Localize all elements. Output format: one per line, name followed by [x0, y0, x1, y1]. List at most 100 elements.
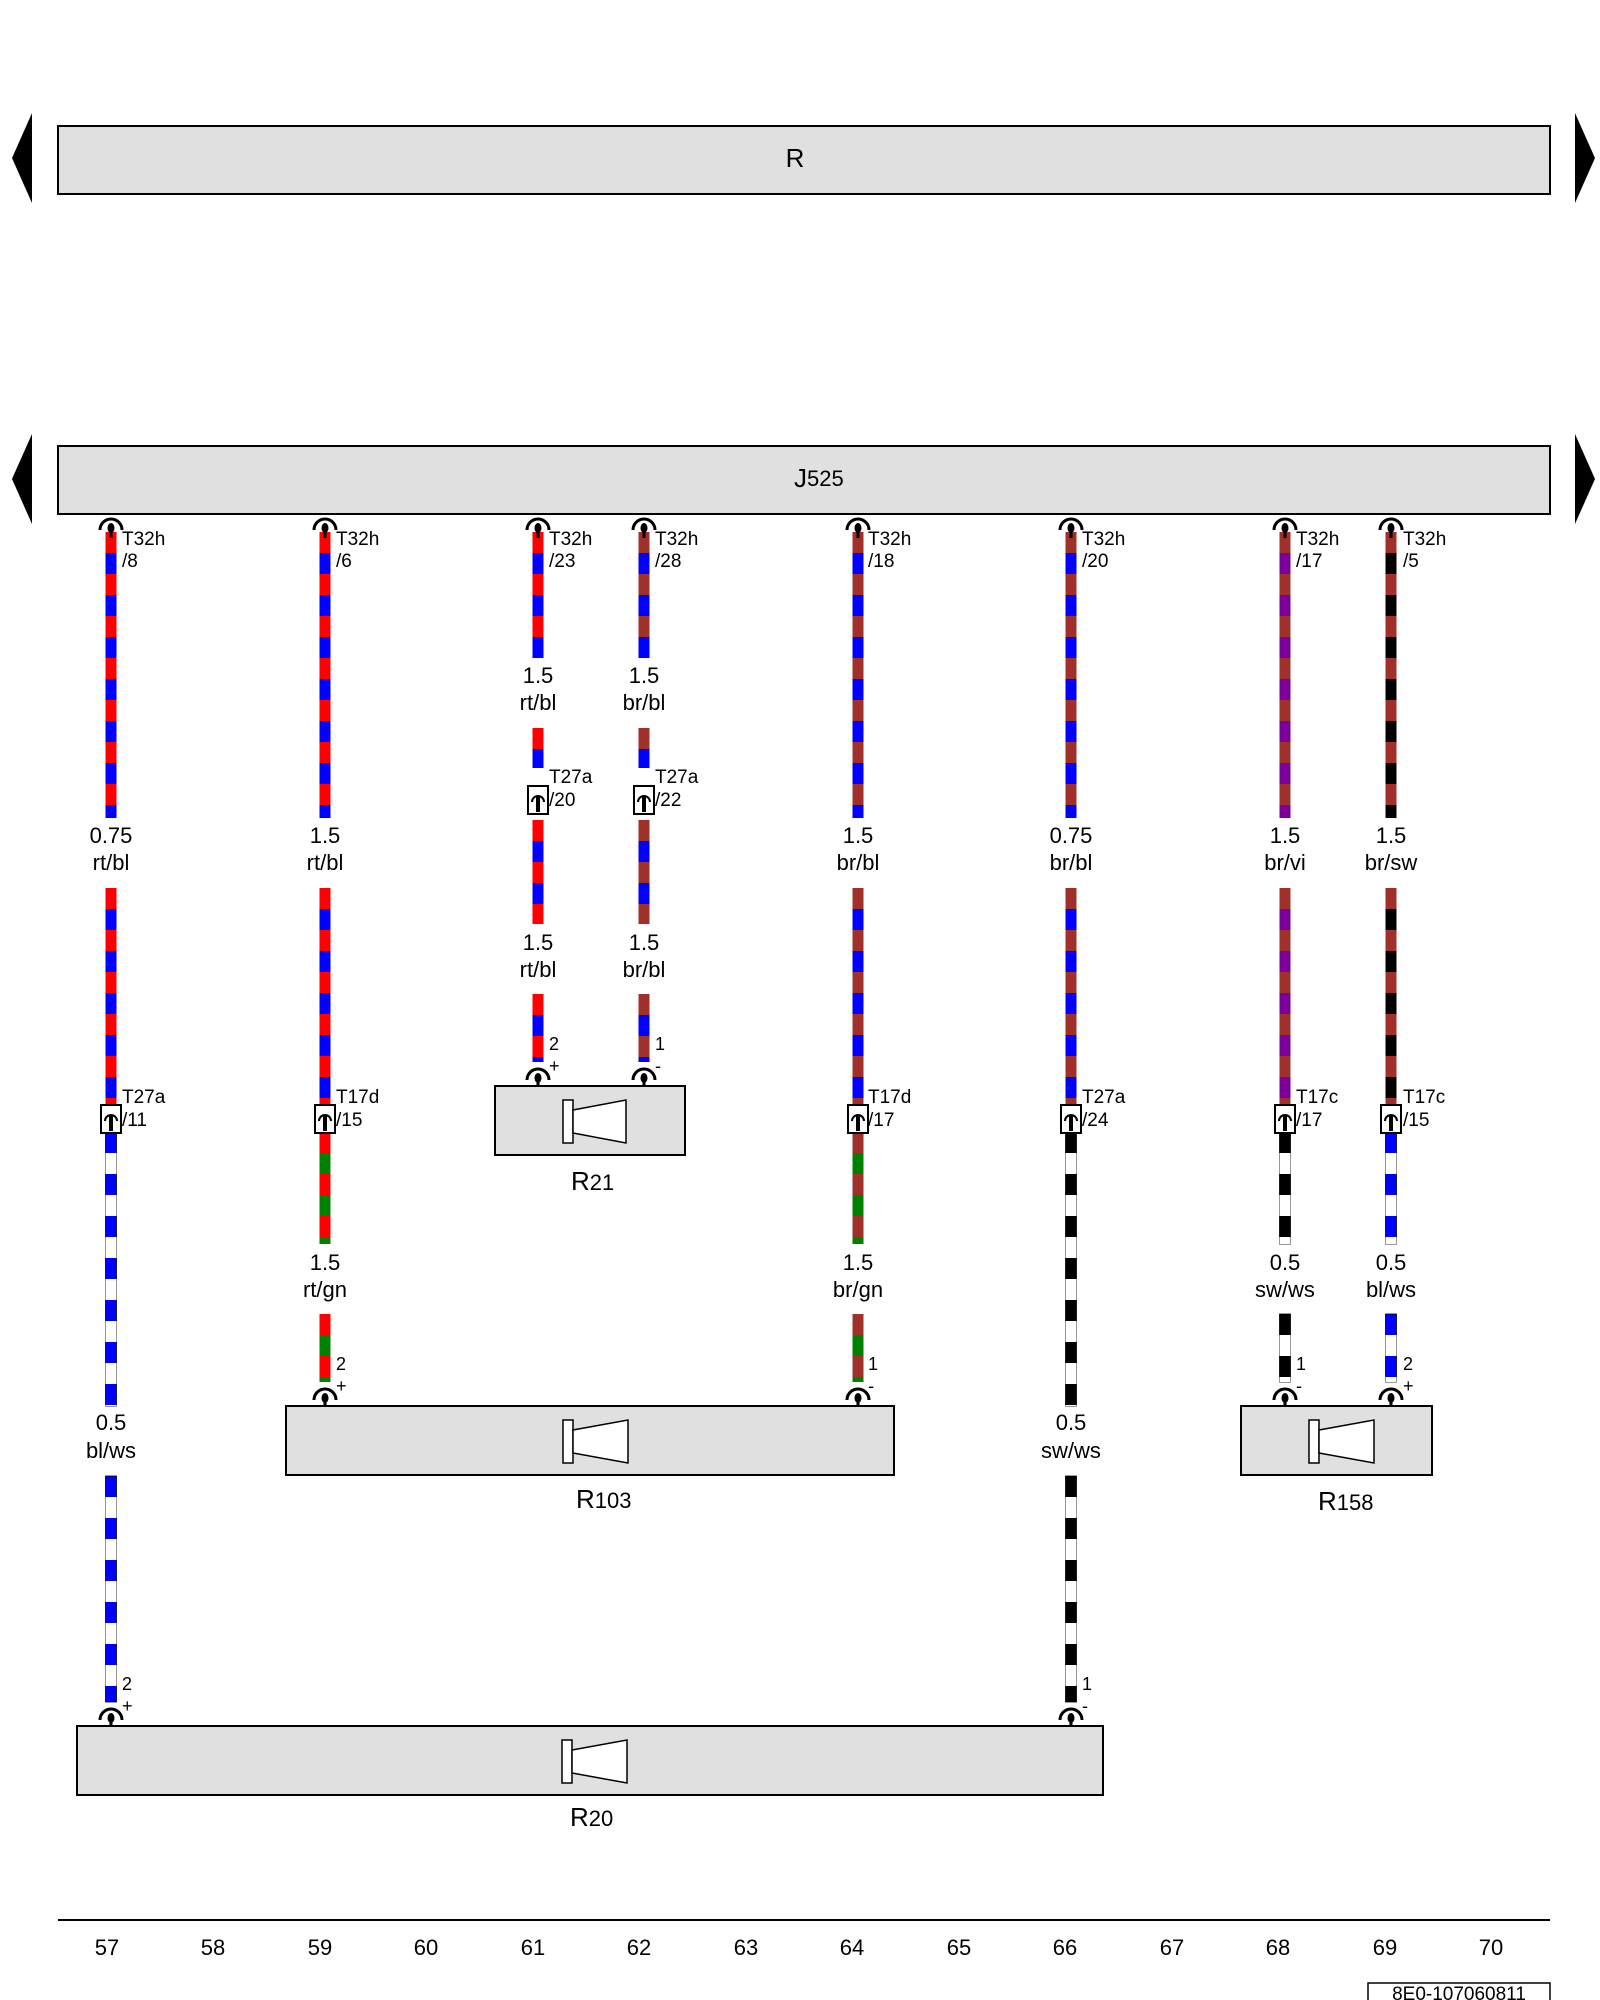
track-number: 68	[1266, 1935, 1290, 1960]
track-number: 64	[840, 1935, 864, 1960]
track-number: 57	[95, 1935, 119, 1960]
wire-segment	[638, 994, 650, 1062]
connector-name: T32h	[1296, 529, 1339, 550]
connector-pin: /5	[1403, 551, 1419, 572]
plug-connector-icon	[1272, 517, 1298, 538]
wire-color: rt/gn	[303, 1277, 347, 1302]
terminal-polarity: +	[549, 1056, 560, 1076]
connector-pin: /17	[1296, 551, 1322, 572]
wire-segment	[1065, 888, 1077, 1106]
wire-segment	[105, 888, 117, 1106]
wire-segment	[105, 1475, 117, 1703]
plug-connector-icon	[525, 517, 551, 538]
terminal-polarity: +	[1403, 1376, 1414, 1396]
wire-size: 0.5	[96, 1410, 127, 1435]
speaker-icon	[561, 1739, 628, 1784]
connector-name: T27a	[549, 767, 593, 788]
component-r21-label: R21	[571, 1166, 614, 1196]
connector-pin: /20	[549, 790, 575, 811]
wire-color: br/gn	[833, 1277, 883, 1302]
connector-pin: /18	[868, 551, 894, 572]
wire-color: sw/ws	[1041, 1438, 1101, 1463]
terminal-pin: 1	[1296, 1354, 1306, 1374]
component-r103-label: R103	[576, 1484, 632, 1514]
connector-pin: /22	[655, 790, 681, 811]
track-number: 59	[308, 1935, 332, 1960]
terminal-pin: 2	[336, 1354, 346, 1374]
terminal-pin: 2	[549, 1034, 559, 1054]
wire-segment	[638, 820, 650, 924]
connector-name: T27a	[122, 1087, 166, 1108]
wire-color: br/bl	[623, 690, 666, 715]
bar-r-label: R	[786, 143, 805, 173]
track-number: 66	[1053, 1935, 1077, 1960]
wire-color: br/bl	[623, 957, 666, 982]
plug-connector-icon	[1058, 1707, 1084, 1728]
terminal-polarity: +	[336, 1376, 347, 1396]
wire-size: 1.5	[1376, 823, 1407, 848]
connector-pin: /15	[336, 1110, 362, 1131]
terminal-pin: 2	[122, 1674, 132, 1694]
wire-size: 0.5	[1376, 1250, 1407, 1275]
inline-connector-icon	[1060, 1104, 1082, 1134]
plug-connector-icon	[312, 517, 338, 538]
wire-segment	[1279, 1313, 1291, 1383]
connector-pin: /24	[1082, 1110, 1109, 1131]
wire-size: 0.75	[90, 823, 133, 848]
bar-j525: J525	[12, 434, 1595, 524]
connector-shape-layer	[98, 517, 1404, 1728]
plug-connector-icon	[1378, 517, 1404, 538]
wire-size: 1.5	[523, 930, 554, 955]
wire-segment	[532, 532, 544, 658]
connector-name: T32h	[1082, 529, 1125, 550]
component-r20-label: R20	[570, 1802, 613, 1832]
bar-r-right-arrow-icon	[1575, 113, 1595, 203]
inline-connector-icon	[100, 1104, 122, 1134]
wire-segment	[319, 1132, 331, 1244]
track-number: 69	[1373, 1935, 1397, 1960]
connector-labels: T32h /8 T32h /6 T32h /23 T32h /28 T32h /…	[122, 529, 1446, 1131]
bar-r-left-arrow-icon	[12, 113, 32, 203]
wire-size: 1.5	[310, 823, 341, 848]
component-r21-box	[494, 1085, 686, 1156]
component-r158-label: R158	[1318, 1486, 1374, 1516]
connector-name: T17c	[1403, 1087, 1445, 1108]
terminal-polarity: -	[655, 1056, 661, 1076]
inline-connector-icon	[1380, 1104, 1402, 1134]
wire-segment	[852, 532, 864, 818]
connector-name: T17d	[868, 1087, 911, 1108]
wire-segment	[319, 1314, 331, 1382]
track-number: 60	[414, 1935, 438, 1960]
reference-number: 8E0-107060811	[1392, 1984, 1526, 2000]
connector-name: T32h	[868, 529, 911, 550]
component-r158: R158	[1240, 1405, 1433, 1516]
bar-r-box	[57, 125, 1551, 195]
wire-size: 1.5	[1270, 823, 1301, 848]
plug-connector-icon	[631, 517, 657, 538]
wire-layer	[105, 532, 1397, 1703]
wire-color: rt/bl	[520, 957, 557, 982]
connector-pin: /11	[122, 1110, 147, 1131]
plug-connector-icon	[98, 1707, 124, 1728]
wire-color: rt/bl	[307, 850, 344, 875]
reference-box	[1367, 1982, 1551, 2000]
terminal-pin: 1	[655, 1034, 665, 1054]
terminal-polarity: -	[1082, 1696, 1088, 1716]
component-r103: R103	[285, 1405, 895, 1514]
connector-name: T32h	[122, 529, 165, 550]
terminal-polarity: -	[868, 1376, 874, 1396]
wire-segment	[532, 994, 544, 1062]
terminal-polarity: +	[122, 1696, 133, 1716]
wire-size: 1.5	[843, 1250, 874, 1275]
wire-color: br/bl	[837, 850, 880, 875]
speaker-icon	[562, 1099, 627, 1144]
connector-pin: /28	[655, 551, 681, 572]
wire-size: 1.5	[629, 663, 660, 688]
wire-segment	[1385, 1313, 1397, 1383]
track-number: 58	[201, 1935, 225, 1960]
wire-color: bl/ws	[1366, 1277, 1416, 1302]
inline-connector-icon	[847, 1104, 869, 1134]
connector-name: T17c	[1296, 1087, 1338, 1108]
connector-name: T27a	[1082, 1087, 1126, 1108]
